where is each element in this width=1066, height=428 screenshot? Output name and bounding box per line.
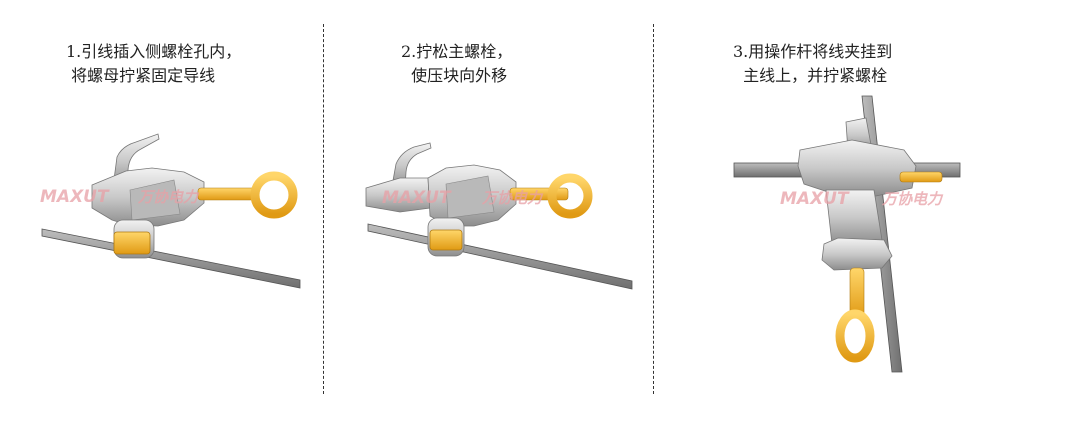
step-2-line-2: 使压块向外移 <box>401 66 508 85</box>
conductor-wire <box>367 223 633 290</box>
eye-ring <box>547 173 593 219</box>
watermark-brand: MAXUT <box>40 187 110 207</box>
eye-ring <box>835 309 875 363</box>
watermark-cn: 万协电力 <box>881 190 944 208</box>
eye-ring <box>250 171 298 219</box>
watermark-cn: 万协电力 <box>137 188 200 206</box>
conductor-wire <box>41 228 301 289</box>
watermark-brand: MAXUT <box>382 188 452 208</box>
step-2-caption: 2.拧松主螺栓， 使压块向外移 <box>401 40 512 88</box>
step-3-line-1: 3.用操作杆将线夹挂到 <box>733 42 893 61</box>
watermark-cn: 万协电力 <box>481 189 544 207</box>
step-3-line-2: 主线上，并拧紧螺栓 <box>733 66 888 85</box>
step-1-illustration: MAXUT 万协电力 <box>40 133 301 289</box>
side-bolt <box>899 171 943 183</box>
step-1-line-2: 将螺母拧紧固定导线 <box>66 66 216 85</box>
step-2-illustration: MAXUT 万协电力 <box>365 142 633 290</box>
pressure-block <box>113 231 151 255</box>
side-bolt <box>197 187 259 201</box>
panel-divider-2 <box>653 24 654 394</box>
step-3-illustration: MAXUT 万协电力 <box>733 95 961 373</box>
clamp-body <box>797 139 917 197</box>
step-3-caption: 3.用操作杆将线夹挂到 主线上，并拧紧螺栓 <box>733 40 892 88</box>
panel-divider-1 <box>323 24 324 394</box>
clamp-collar <box>821 237 893 271</box>
clamp-hook <box>391 142 432 189</box>
watermark-brand: MAXUT <box>780 189 850 209</box>
step-1-caption: 1.引线插入侧螺栓孔内， 将螺母拧紧固定导线 <box>66 40 241 88</box>
step-1-line-1: 1.引线插入侧螺栓孔内， <box>66 42 242 61</box>
pressure-block <box>429 229 463 251</box>
step-2-line-1: 2.拧松主螺栓， <box>401 42 513 61</box>
